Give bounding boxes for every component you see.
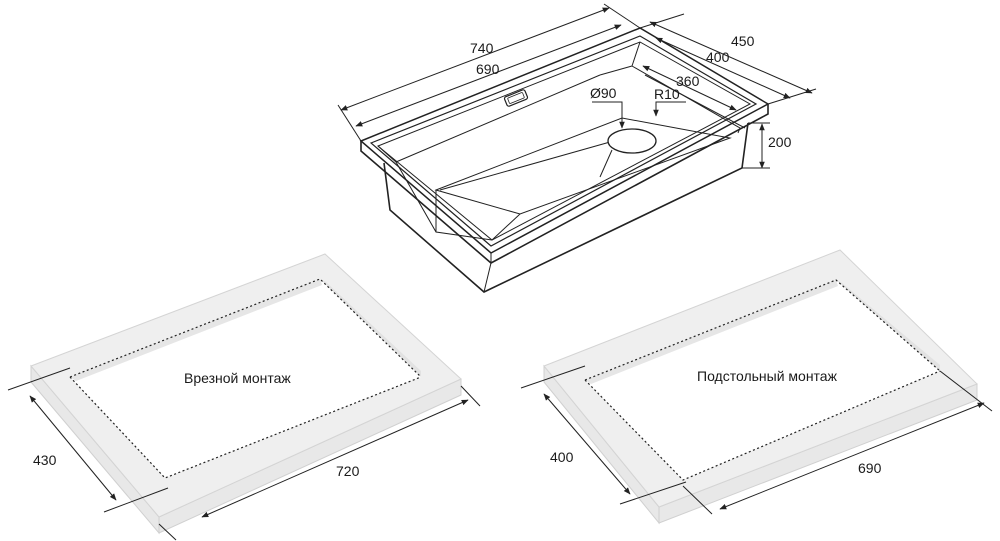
dim-bowl-edge: 360 (676, 73, 700, 89)
dim-inner-length: 690 (476, 61, 500, 77)
dim-drain-diameter: Ø90 (590, 85, 617, 101)
dim-outer-width: 450 (731, 33, 755, 49)
sink-drawing: 740 690 450 400 360 Ø90 R10 200 (337, 3, 817, 293)
dim-outer-length: 740 (470, 40, 494, 56)
drain-hole (607, 128, 657, 154)
cutout-under-drawing: Подстольный монтаж 400 690 (520, 249, 993, 525)
dim-corner-radius: R10 (654, 86, 680, 102)
cutout-flush-drawing: Врезной монтаж 430 720 (7, 253, 481, 541)
cutout-outline-under (584, 279, 941, 381)
flush-mount-caption: Врезной монтаж (184, 370, 291, 386)
under-mount-caption: Подстольный монтаж (697, 368, 838, 384)
under-width-label: 400 (550, 449, 574, 465)
under-length-label: 690 (858, 460, 882, 476)
dim-depth: 200 (768, 134, 792, 150)
flush-length-label: 720 (336, 463, 360, 479)
dim-inner-width: 400 (706, 49, 730, 65)
flush-width-label: 430 (33, 452, 57, 468)
